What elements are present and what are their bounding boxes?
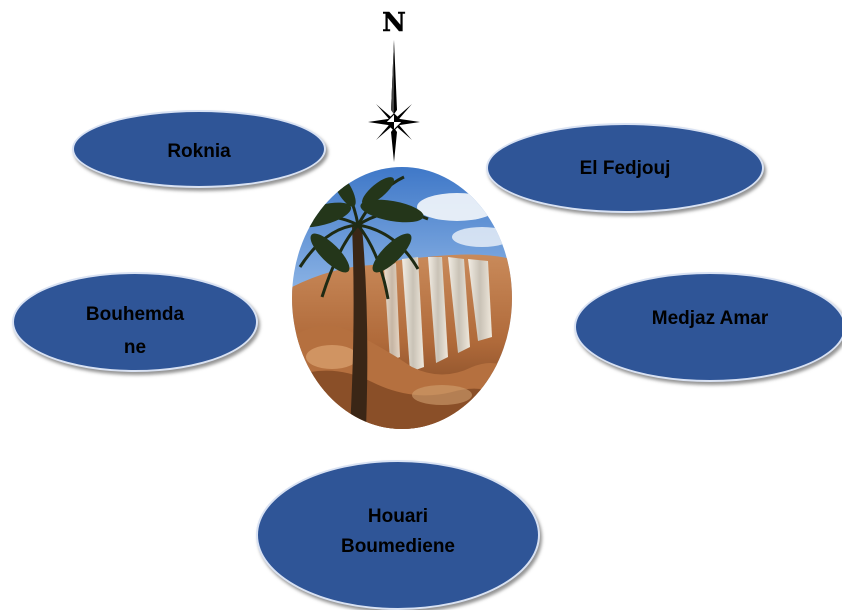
compass-rose-icon	[368, 40, 420, 162]
node-medjaz-amar-label: Medjaz Amar	[651, 308, 769, 329]
node-roknia: Roknia	[72, 110, 326, 188]
node-houari-boumediene: Houari Boumediene	[256, 460, 540, 610]
node-houari-boumediene-label: Houari Boumediene	[258, 502, 538, 562]
north-letter: N	[382, 8, 406, 39]
node-houari-line2: Boumediene	[340, 536, 456, 557]
node-bouhemdane-label-overflow: ne	[123, 337, 147, 358]
node-houari-line1: Houari	[367, 506, 429, 527]
node-el-fedjouj: El Fedjouj	[486, 123, 764, 213]
node-bouhemdane-label: Bouhemda	[85, 304, 185, 325]
north-compass: N	[356, 8, 432, 168]
node-bouhemdane: Bouhemda ne	[12, 272, 258, 372]
node-el-fedjouj-label: El Fedjouj	[579, 158, 671, 179]
node-roknia-label: Roknia	[167, 141, 231, 162]
node-medjaz-amar: Medjaz Amar	[574, 272, 842, 382]
waterfall-palm-photo	[292, 167, 512, 429]
